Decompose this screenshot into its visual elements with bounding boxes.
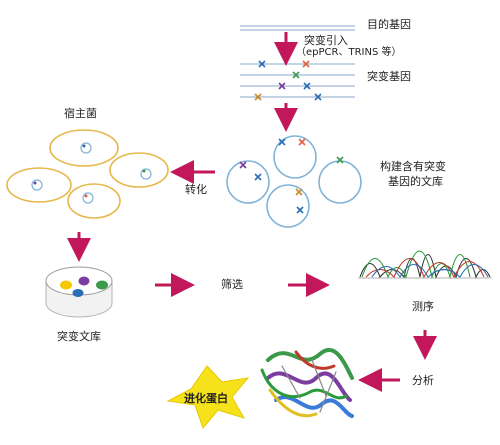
- gene-mutation-mark: [302, 60, 310, 68]
- label-build-library-line1: 构建含有突变: [380, 160, 446, 173]
- label-mutation-intro: 突变引入: [304, 34, 348, 47]
- plasmid-mutation-mark: [254, 173, 262, 181]
- label-sequencing: 测序: [412, 300, 434, 313]
- label-screen: 筛选: [221, 278, 243, 291]
- plasmid-mutation-mark: [336, 156, 344, 164]
- label-analysis: 分析: [412, 374, 434, 387]
- protein-structure: [260, 348, 354, 418]
- host-bacteria-cells: [6, 129, 169, 219]
- plasmid-mutation-mark: [239, 161, 247, 169]
- gene-mutation-mark: [254, 93, 262, 101]
- gene-mutation-marks: [254, 60, 322, 101]
- petri-dish: [45, 266, 113, 318]
- gene-mutation-mark: [278, 82, 286, 90]
- gene-mutation-mark: [303, 82, 311, 90]
- label-mutant-genes: 突变基因: [367, 70, 411, 83]
- plasmid-mutation-mark: [278, 138, 286, 146]
- mutant-gene-lines: [240, 63, 355, 98]
- label-build-library-line2: 基因的文库: [388, 175, 443, 188]
- gene-mutation-mark: [258, 60, 266, 68]
- label-mutant-library: 突变文库: [57, 330, 101, 343]
- plasmid-mutation-mark: [296, 206, 304, 214]
- label-host-bacteria: 宿主菌: [64, 107, 97, 120]
- plasmid-mutation-mark: [295, 188, 303, 196]
- label-transform: 转化: [185, 183, 207, 196]
- label-evolved-protein: 进化蛋白: [184, 392, 228, 405]
- sequencing-chromatogram: [358, 250, 492, 280]
- target-gene-lines: [240, 25, 355, 31]
- label-target-gene: 目的基因: [367, 18, 411, 31]
- arrows: [67, 32, 437, 392]
- plasmid-mutation-marks: [239, 138, 344, 214]
- plasmid-library: [226, 135, 362, 228]
- evolved-protein-star: [166, 365, 250, 429]
- gene-mutation-mark: [314, 93, 322, 101]
- label-methods: （epPCR、TRINS 等）: [296, 47, 402, 58]
- plasmid-mutation-mark: [298, 138, 306, 146]
- gene-mutation-mark: [292, 71, 300, 79]
